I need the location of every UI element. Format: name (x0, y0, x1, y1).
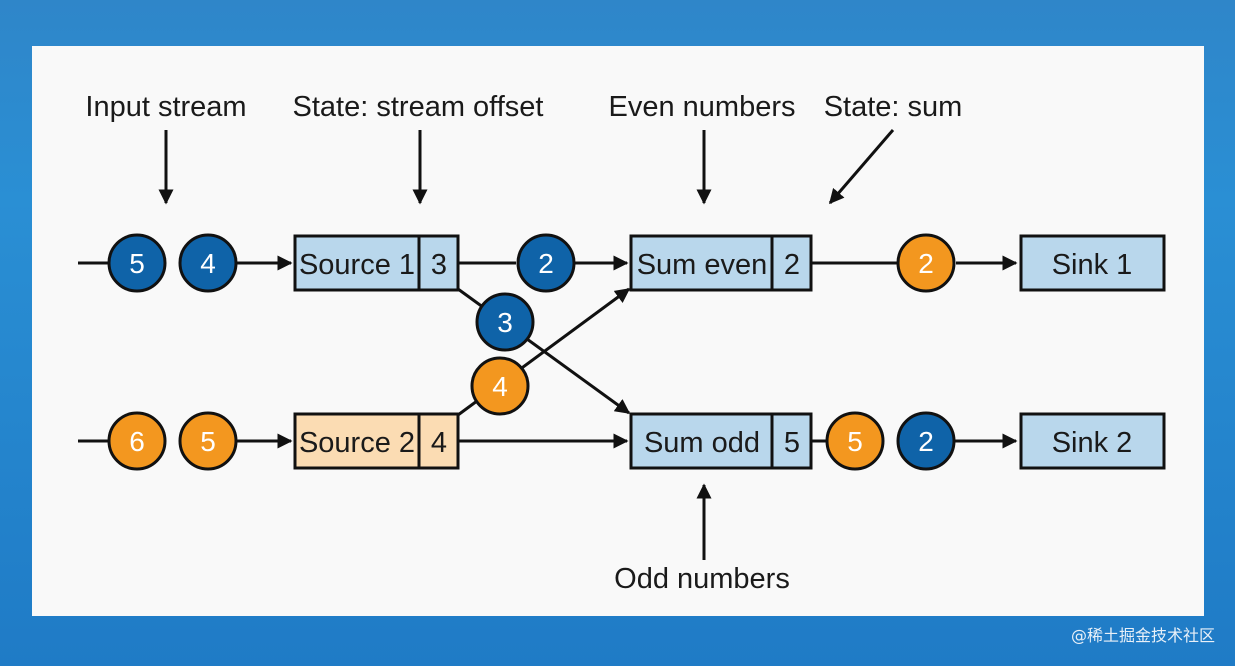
sink1-operator: Sink 1 (1019, 234, 1166, 292)
svg-text:5: 5 (129, 248, 145, 279)
record-source1-to-even: 2 (516, 233, 576, 293)
sum-odd-operator: Sum odd 5 (629, 412, 813, 470)
record-odd-to-sink2-b: 2 (896, 411, 956, 471)
record-source2-to-even: 4 (470, 356, 530, 416)
sink2-operator: Sink 2 (1019, 412, 1166, 470)
label-state-offset: State: stream offset (293, 91, 544, 123)
sum-even-name: Sum even (637, 249, 768, 281)
svg-text:4: 4 (492, 371, 508, 402)
source1-name: Source 1 (299, 249, 415, 281)
label-odd-numbers: Odd numbers (614, 563, 790, 595)
record-in2-b: 5 (178, 411, 238, 471)
source2-name: Source 2 (299, 427, 415, 459)
record-odd-to-sink2-a: 5 (825, 411, 885, 471)
diagram-panel (32, 46, 1204, 616)
record-in2-a: 6 (107, 411, 167, 471)
record-in1-b: 4 (178, 233, 238, 293)
sum-odd-name: Sum odd (644, 427, 760, 459)
record-in1-a: 5 (107, 233, 167, 293)
label-even-numbers: Even numbers (609, 91, 796, 123)
svg-text:2: 2 (918, 426, 934, 457)
arrow-state-sum (828, 129, 895, 205)
record-even-to-sink1: 2 (896, 233, 956, 293)
svg-text:6: 6 (129, 426, 145, 457)
source2-operator: Source 2 4 (293, 412, 460, 470)
sum-odd-state: 5 (784, 427, 800, 459)
svg-text:3: 3 (497, 307, 513, 338)
label-state-sum: State: sum (824, 91, 963, 123)
svg-text:5: 5 (200, 426, 216, 457)
record-source1-to-odd: 3 (475, 292, 535, 352)
svg-text:4: 4 (200, 248, 216, 279)
svg-text:2: 2 (918, 248, 934, 279)
label-input-stream: Input stream (85, 91, 246, 123)
sum-even-operator: Sum even 2 (629, 234, 813, 292)
source1-operator: Source 1 3 (293, 234, 460, 292)
sink1-name: Sink 1 (1052, 249, 1133, 281)
source1-state: 3 (431, 249, 447, 281)
source2-state: 4 (431, 427, 447, 459)
svg-text:2: 2 (538, 248, 554, 279)
sink2-name: Sink 2 (1052, 427, 1133, 459)
svg-text:5: 5 (847, 426, 863, 457)
watermark-text: @稀土掘金技术社区 (1070, 626, 1215, 645)
sum-even-state: 2 (784, 249, 800, 281)
